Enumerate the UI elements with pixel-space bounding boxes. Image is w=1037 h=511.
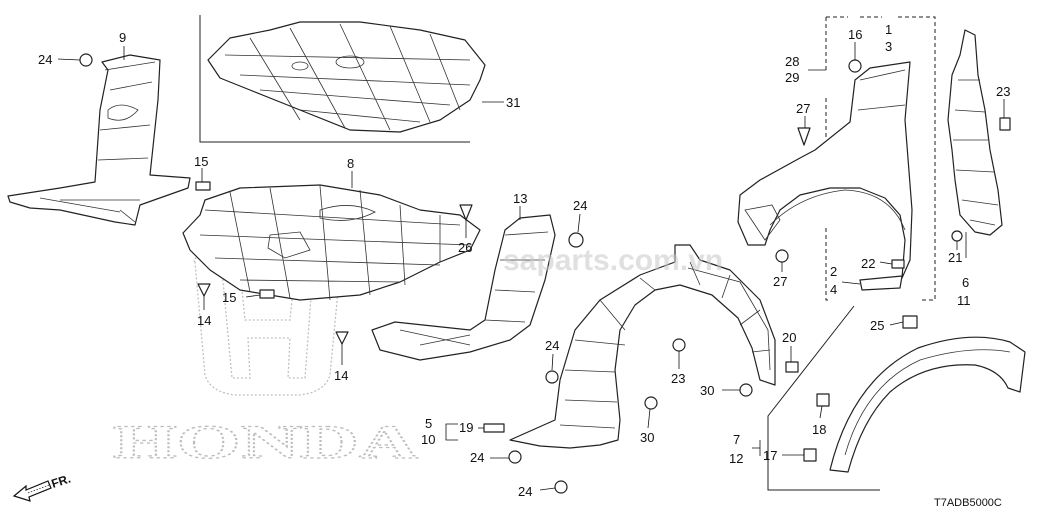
part-7-arch-moulding (767, 305, 1026, 491)
callout-30a: 30 (700, 383, 714, 398)
part-8-main-undercover (182, 184, 481, 301)
callout-25: 25 (870, 318, 884, 333)
bolt-27b-icon (775, 249, 789, 263)
callout-18: 18 (812, 422, 826, 437)
callout-24e: 24 (518, 484, 532, 499)
honda-logo-text: HONDA (113, 416, 419, 469)
callout-13: 13 (513, 191, 527, 206)
clip-23a-icon (672, 338, 686, 352)
arrow-left-icon (12, 480, 52, 502)
callout-24d: 24 (470, 450, 484, 465)
clip-24c-icon (545, 370, 559, 384)
part-9-splash-shield (7, 54, 191, 226)
clip-15b-icon (259, 289, 275, 299)
clip-24b-icon (568, 232, 584, 248)
bolt-27a-icon (797, 127, 811, 146)
clip-23b-icon (999, 117, 1011, 131)
bolt-26-icon (459, 204, 473, 221)
callout-9: 9 (119, 30, 126, 45)
bolt-14a-icon (197, 283, 211, 297)
callout-24a: 24 (38, 52, 52, 67)
bracket-2-icon (859, 275, 903, 291)
clip-24a-icon (79, 53, 93, 67)
leader-lines (57, 42, 1005, 491)
clip-15a-icon (195, 181, 211, 191)
callout-10: 10 (421, 432, 435, 447)
callout-23a: 23 (671, 371, 685, 386)
callout-29: 29 (785, 70, 799, 85)
callout-16: 16 (848, 27, 862, 42)
clip-19-icon (483, 423, 505, 433)
clip-16-icon (848, 59, 862, 73)
part-31-undercover (199, 15, 486, 143)
callout-27a: 27 (796, 101, 810, 116)
callout-6: 6 (962, 275, 969, 290)
clip-25-icon (902, 315, 918, 329)
callout-23b: 23 (996, 84, 1010, 99)
callout-labels: 24 9 31 15 8 26 15 14 14 13 24 24 23 30 … (38, 22, 1010, 499)
callout-20: 20 (782, 330, 796, 345)
callout-8: 8 (347, 156, 354, 171)
callout-3: 3 (885, 39, 892, 54)
clip-24e-icon (554, 480, 568, 494)
diagram-code: T7ADB5000C (934, 497, 1002, 509)
callout-26: 26 (458, 240, 472, 255)
part-5-wheel-liner (509, 244, 776, 449)
clip-24d-icon (508, 450, 522, 464)
site-watermark: saparts.com.vn (503, 244, 723, 277)
callout-17: 17 (763, 448, 777, 463)
clip-21-icon (951, 230, 963, 242)
callout-30b: 30 (640, 430, 654, 445)
part-1-fender (737, 16, 936, 301)
callout-12: 12 (729, 451, 743, 466)
clip-18-icon (816, 393, 830, 407)
callout-1: 1 (885, 22, 892, 37)
part-6-fender-bracket (947, 29, 1003, 236)
callout-15b: 15 (222, 290, 236, 305)
callout-11: 11 (957, 293, 971, 308)
part-13-splash-guard (371, 214, 556, 361)
callout-28: 28 (785, 54, 799, 69)
clip-30a-icon (739, 383, 753, 397)
clip-22-icon (891, 259, 905, 269)
callout-15a: 15 (194, 154, 208, 169)
callout-27b: 27 (773, 274, 787, 289)
clip-17-icon (803, 448, 817, 462)
callout-24c: 24 (545, 338, 559, 353)
callout-24b: 24 (573, 198, 587, 213)
callout-4: 4 (830, 282, 837, 297)
callout-14a: 14 (197, 313, 211, 328)
clip-30b-icon (644, 396, 658, 410)
front-direction-indicator: FR. (12, 472, 73, 502)
honda-logo-watermark: HONDA (112, 255, 419, 470)
direction-label: FR. (50, 472, 73, 491)
callout-19: 19 (459, 420, 473, 435)
callout-14b: 14 (334, 368, 348, 383)
callout-22: 22 (861, 256, 875, 271)
callout-5: 5 (425, 416, 432, 431)
callout-31: 31 (506, 95, 520, 110)
callout-2: 2 (830, 264, 837, 279)
clip-20-icon (785, 361, 799, 373)
bolt-14b-icon (335, 331, 349, 345)
callout-21: 21 (948, 250, 962, 265)
callout-7: 7 (733, 432, 740, 447)
fasteners (79, 53, 1011, 494)
